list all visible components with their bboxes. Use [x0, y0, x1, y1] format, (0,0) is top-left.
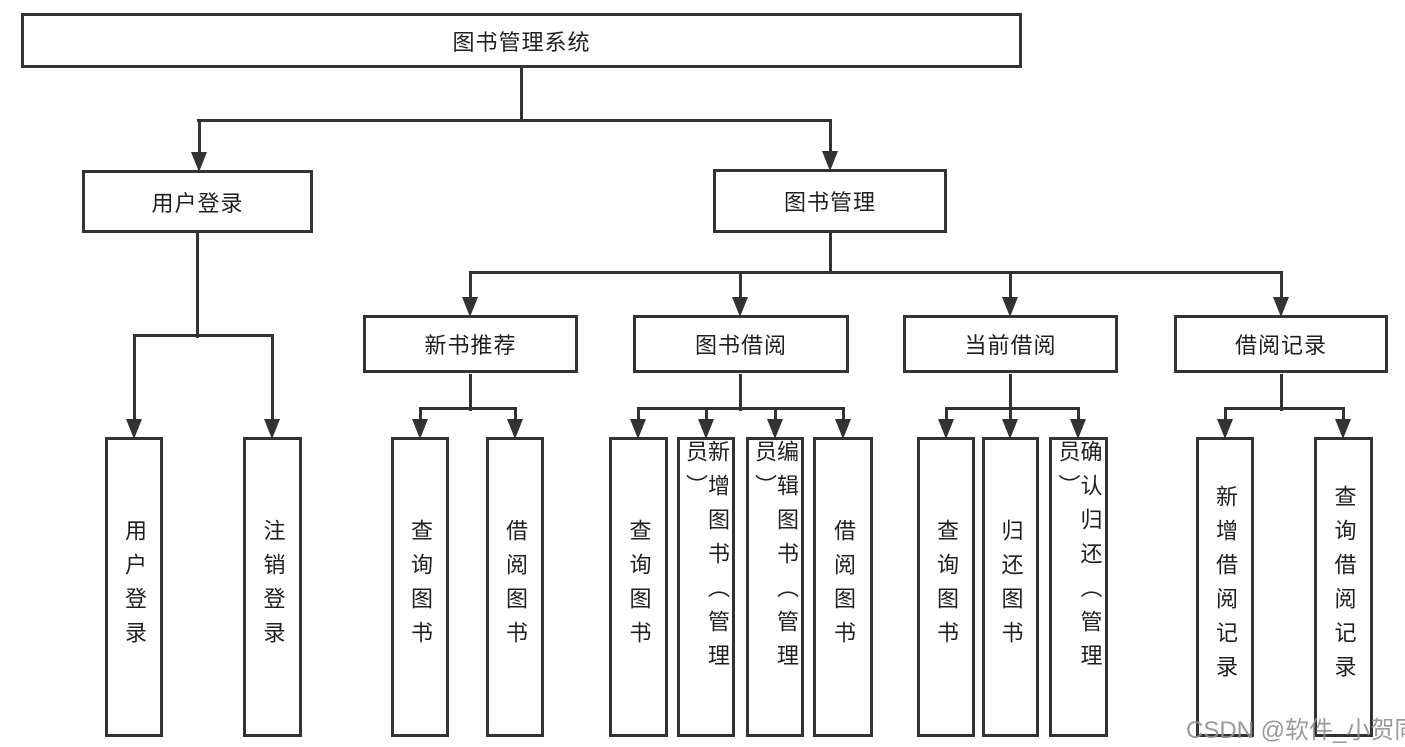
connector-line [133, 334, 136, 421]
arrow-down-icon [630, 419, 646, 439]
node-borrow-records: 借阅记录 [1174, 315, 1388, 373]
arrow-down-icon [1002, 419, 1018, 439]
connector-line [134, 334, 273, 337]
arrow-down-icon [835, 419, 851, 439]
connector-line [1224, 407, 1227, 421]
leaf-borrow-query-books-label: 查询图书 [626, 519, 652, 655]
connector-line [1077, 407, 1080, 421]
connector-line [739, 271, 742, 299]
connector-line [705, 407, 708, 421]
connector-line [1225, 407, 1344, 410]
leaf-borrow-borrow-books: 借阅图书 [813, 437, 873, 737]
node-borrow-records-label: 借阅记录 [1234, 333, 1327, 358]
arrow-down-icon [1002, 297, 1018, 317]
leaf-borrow-add-books-admin-label: 新增图书（管理员） [683, 440, 730, 678]
leaf-newbooks-borrow-books-label: 借阅图书 [503, 519, 528, 655]
arrow-down-icon [1070, 419, 1086, 439]
node-new-book-recommend-label: 新书推荐 [424, 333, 517, 358]
node-book-management-label: 图书管理 [783, 190, 876, 215]
arrow-down-icon [698, 419, 714, 439]
connector-line [842, 407, 845, 421]
connector-line [271, 334, 274, 421]
connector-line [739, 374, 742, 411]
leaf-user-login-label: 用户登录 [122, 519, 147, 655]
connector-line [470, 271, 1282, 274]
arrow-down-icon [264, 419, 280, 439]
csdn-watermark: CSDN @软件_小贺同学 [1186, 717, 1405, 744]
connector-line [420, 407, 516, 410]
arrow-down-icon [462, 297, 478, 317]
connector-line [1009, 374, 1012, 411]
arrow-down-icon [1217, 419, 1233, 439]
connector-line [197, 119, 831, 122]
leaf-current-query-books: 查询图书 [917, 437, 975, 737]
arrow-down-icon [767, 419, 783, 439]
leaf-newbooks-query-books: 查询图书 [391, 437, 449, 737]
connector-line [945, 407, 948, 421]
arrow-down-icon [1273, 297, 1289, 317]
connector-line [196, 233, 199, 338]
leaf-current-confirm-return-admin-label: 确认归还（管理员） [1055, 440, 1103, 678]
connector-line [469, 374, 472, 411]
leaf-logout: 注销登录 [243, 437, 302, 737]
leaf-current-query-books-label: 查询图书 [934, 519, 959, 655]
connector-line [829, 119, 832, 153]
connector-line [469, 271, 472, 299]
node-user-login: 用户登录 [82, 170, 313, 233]
connector-line [198, 119, 201, 154]
leaf-records-query-record: 查询借阅记录 [1314, 437, 1373, 737]
leaf-borrow-add-books-admin: 新增图书（管理员） [677, 437, 735, 737]
leaf-borrow-edit-books-admin-label: 编辑图书（管理员） [752, 440, 799, 678]
connector-line [946, 407, 1079, 410]
connector-line [520, 68, 523, 121]
node-current-borrow-label: 当前借阅 [964, 333, 1057, 358]
leaf-records-add-record-label: 新增借阅记录 [1213, 485, 1238, 689]
connector-line [637, 407, 640, 421]
arrow-down-icon [507, 419, 523, 439]
arrow-down-icon [126, 419, 142, 439]
node-book-management: 图书管理 [713, 169, 947, 233]
arrow-down-icon [1335, 419, 1351, 439]
leaf-user-login: 用户登录 [105, 437, 163, 737]
connector-line [1280, 374, 1283, 411]
leaf-current-confirm-return-admin: 确认归还（管理员） [1049, 437, 1108, 737]
arrow-down-icon [938, 419, 954, 439]
leaf-borrow-query-books: 查询图书 [609, 437, 668, 737]
arrow-down-icon [732, 297, 748, 317]
leaf-records-add-record: 新增借阅记录 [1196, 437, 1254, 737]
arrow-down-icon [191, 152, 207, 172]
connector-line [514, 407, 517, 421]
connector-line [1342, 407, 1345, 421]
leaf-borrow-edit-books-admin: 编辑图书（管理员） [746, 437, 804, 737]
connector-line [829, 233, 832, 273]
leaf-newbooks-query-books-label: 查询图书 [408, 519, 433, 655]
leaf-records-query-record-label: 查询借阅记录 [1331, 485, 1357, 689]
connector-line [1009, 407, 1012, 421]
node-root-system: 图书管理系统 [21, 13, 1022, 68]
connector-line [1009, 271, 1012, 299]
connector-line [638, 407, 844, 410]
leaf-logout-label: 注销登录 [260, 519, 286, 655]
node-new-book-recommend: 新书推荐 [363, 315, 578, 373]
leaf-current-return-books: 归还图书 [982, 437, 1039, 737]
connector-line [774, 407, 777, 421]
connector-line [1280, 271, 1283, 299]
node-current-borrow: 当前借阅 [903, 315, 1118, 373]
leaf-borrow-borrow-books-label: 借阅图书 [831, 519, 856, 655]
node-book-borrow-label: 图书借阅 [694, 333, 787, 358]
leaf-current-return-books-label: 归还图书 [998, 519, 1024, 655]
arrow-down-icon [822, 151, 838, 171]
node-user-login-label: 用户登录 [151, 190, 244, 216]
leaf-newbooks-borrow-books: 借阅图书 [486, 437, 544, 737]
node-root-system-label: 图书管理系统 [452, 29, 591, 55]
connector-line [419, 407, 422, 421]
node-book-borrow: 图书借阅 [633, 315, 849, 373]
arrow-down-icon [412, 419, 428, 439]
